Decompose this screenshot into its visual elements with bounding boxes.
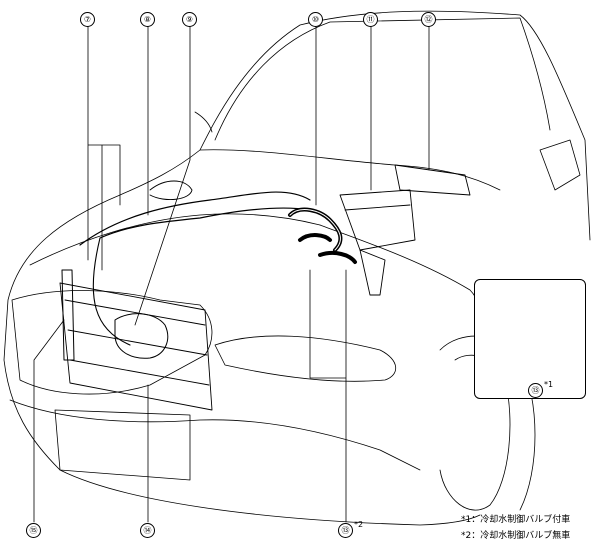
cowl-panel (394, 164, 471, 196)
ac-pipe-lower (99, 207, 311, 239)
compressor (114, 313, 169, 359)
callout-15: ⑮ (26, 523, 41, 538)
evaporator-unit (339, 189, 416, 251)
ac-pipe-upper (79, 191, 311, 246)
footnote-2: *2：冷却水制御バルブ無車 (461, 531, 571, 541)
heater-hose-2 (298, 233, 357, 264)
hood-front (29, 213, 321, 266)
leader-15 (33, 319, 65, 523)
hood-line (199, 149, 501, 191)
windshield (214, 17, 551, 141)
leader-9 (134, 24, 191, 326)
callout-11: ⑪ (363, 12, 378, 27)
valve-inset-frame (474, 279, 586, 399)
callout-10: ⑩ (308, 12, 323, 27)
side-mirror (539, 139, 581, 191)
car-body-outline (3, 10, 591, 526)
receiver-drier (61, 269, 75, 361)
heater-hose-3 (289, 209, 341, 251)
callout-14: ⑭ (140, 523, 155, 538)
footnote-1: *1：冷却水制御バルブ付車 (461, 515, 571, 525)
callout-8: ⑧ (140, 12, 155, 27)
engine-mount (359, 249, 386, 296)
leader-7 (87, 24, 121, 271)
callout-13-main: ⑬ (338, 523, 353, 538)
callout-7: ⑦ (80, 12, 95, 27)
condenser (59, 282, 213, 411)
a-pillar (194, 111, 213, 133)
bumper (9, 399, 421, 471)
lower-grille (54, 409, 191, 481)
star-2-mark: *2 (354, 520, 364, 529)
ac-pipe-vertical (92, 237, 131, 346)
grille (11, 290, 213, 395)
strut-tower (149, 180, 193, 201)
leader-13 (309, 269, 347, 523)
callout-13-inset: ⑬ (528, 383, 543, 398)
star-1-mark: *1 (544, 380, 554, 389)
headlight (214, 335, 397, 382)
callout-12: ⑫ (421, 12, 436, 27)
footnotes: *1：冷却水制御バルブ付車 *2：冷却水制御バルブ無車 (461, 512, 570, 544)
callout-9: ⑨ (182, 12, 197, 27)
